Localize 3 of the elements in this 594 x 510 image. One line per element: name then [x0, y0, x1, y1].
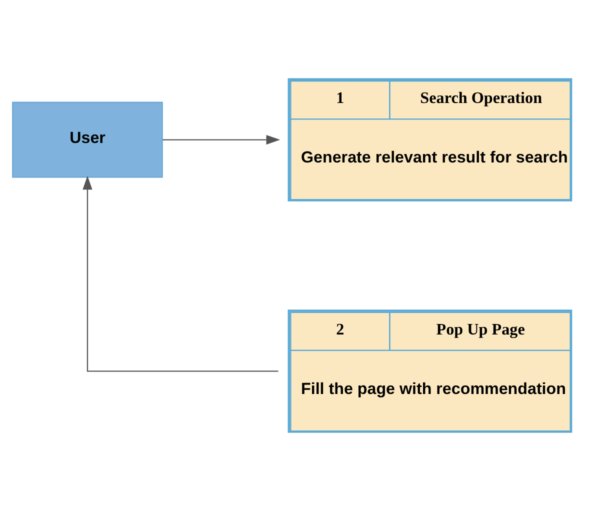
node-box: User	[12, 101, 163, 178]
arrow	[82, 175, 278, 372]
arrow	[162, 134, 280, 144]
